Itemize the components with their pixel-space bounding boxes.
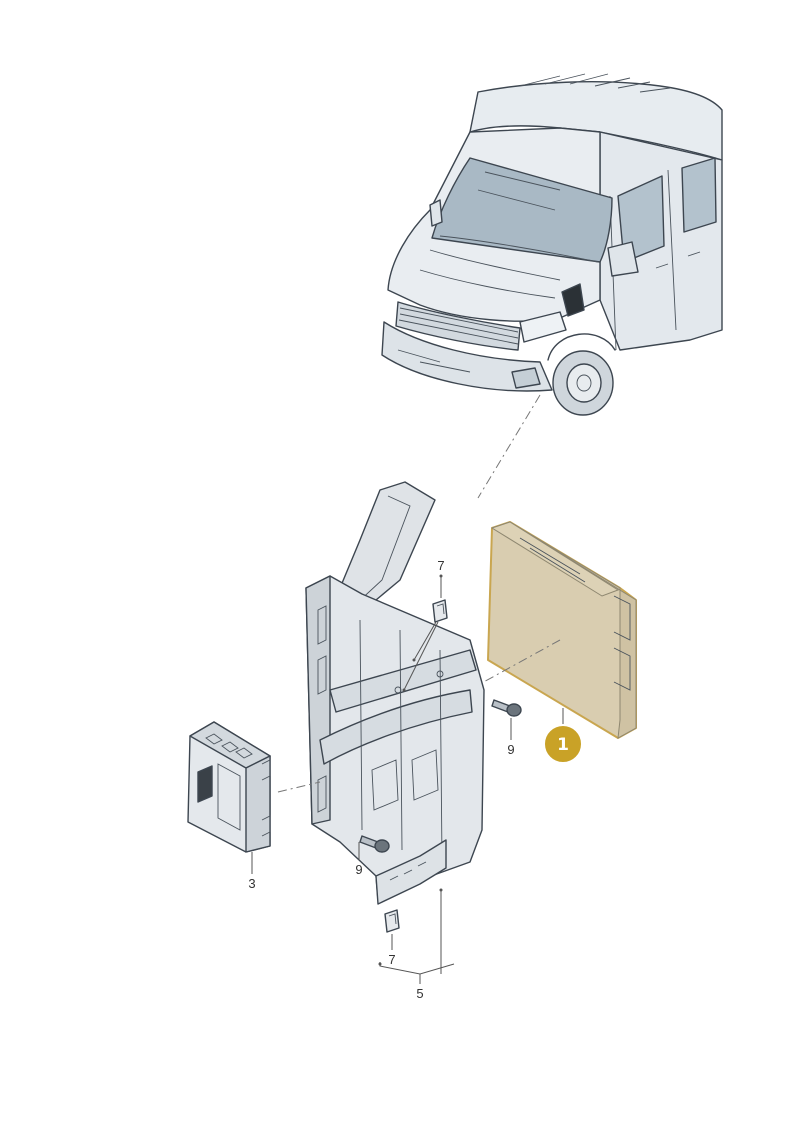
screw-left xyxy=(359,835,390,853)
mounting-bracket xyxy=(305,481,485,905)
callout-label-7-bottom: 7 xyxy=(388,952,395,967)
callout-label-5: 5 xyxy=(416,986,423,1001)
callout-label-9-left: 9 xyxy=(355,862,362,877)
clip-top xyxy=(432,599,448,623)
callout-label-7-top: 7 xyxy=(437,558,444,573)
link-line-bracket xyxy=(277,781,321,793)
screw-right xyxy=(491,699,522,717)
callout-badge-1[interactable] xyxy=(543,724,583,764)
link-line-part-1 xyxy=(479,639,561,685)
callout-label-3: 3 xyxy=(248,876,255,891)
clip-bottom xyxy=(384,909,400,933)
callout-label-9-right: 9 xyxy=(507,742,514,757)
body-control-unit xyxy=(187,721,271,853)
highlighted-control-unit xyxy=(487,521,637,739)
van-illustration xyxy=(381,73,723,416)
link-line-van xyxy=(477,394,541,499)
callout-label-1: 1 xyxy=(557,735,569,755)
